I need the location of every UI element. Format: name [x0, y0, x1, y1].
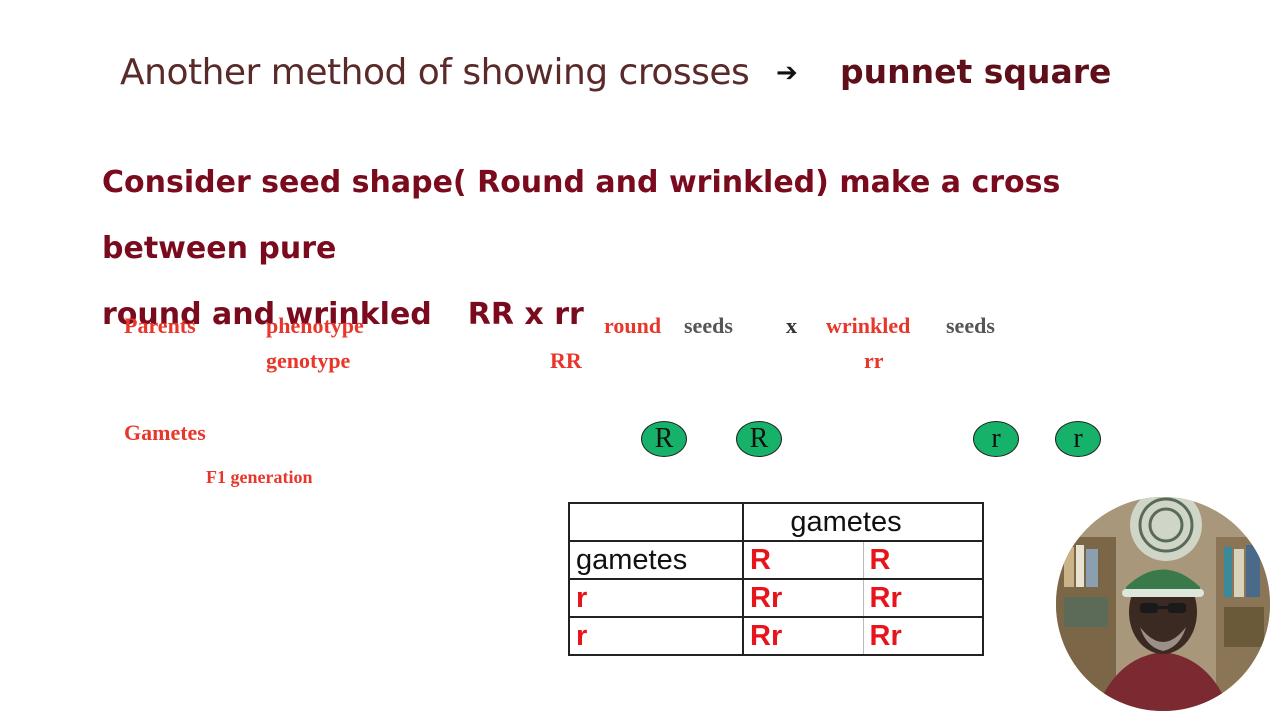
- question-text: Consider seed shape( Round and wrinkled)…: [102, 150, 1212, 348]
- punnet-cell: R: [862, 540, 984, 580]
- punnet-corner-cell: [568, 502, 744, 542]
- punnet-cell: r: [568, 578, 744, 618]
- table-row: gametes R R: [568, 540, 984, 580]
- gamete-circle: r: [1055, 421, 1101, 457]
- question-line-2-text: round and wrinkled: [102, 297, 432, 332]
- punnet-square: gametes gametes R R r Rr Rr r Rr Rr: [568, 502, 984, 656]
- slide-title: Another method of showing crosses: [120, 52, 750, 93]
- genotype-recessive: rr: [864, 348, 884, 373]
- phenotype-label: phenotype: [266, 313, 364, 338]
- arrow-right-icon: ➔: [776, 58, 798, 88]
- f1-generation-label: F1 generation: [206, 467, 313, 487]
- phenotype-seeds-1: seeds: [684, 313, 733, 338]
- punnet-header-row: gametes: [568, 502, 984, 542]
- phenotype-round: round: [604, 313, 662, 338]
- presenter-webcam: [1056, 497, 1270, 711]
- punnet-cell: R: [742, 540, 864, 580]
- gamete-circle: r: [973, 421, 1019, 457]
- question-line-2: round and wrinkled RR x rr: [102, 282, 1212, 348]
- table-row: r Rr Rr: [568, 616, 984, 656]
- gametes-label: Gametes: [124, 420, 206, 445]
- table-row: r Rr Rr: [568, 578, 984, 618]
- punnet-cell: Rr: [862, 578, 984, 618]
- punnet-cell: r: [568, 616, 744, 656]
- punnet-cell: Rr: [742, 578, 864, 618]
- punnet-cell: gametes: [568, 540, 744, 580]
- punnet-header: gametes: [742, 502, 984, 542]
- cross-symbol: x: [786, 313, 797, 338]
- parents-label: Parents: [124, 313, 196, 338]
- phenotype-seeds-2: seeds: [946, 313, 995, 338]
- presenter-webcam-image: [1056, 497, 1270, 711]
- question-cross-notation: RR x rr: [467, 297, 584, 332]
- punnet-cell: Rr: [742, 616, 864, 656]
- question-line-1: Consider seed shape( Round and wrinkled)…: [102, 165, 1061, 266]
- punnet-cell: Rr: [862, 616, 984, 656]
- gamete-circle: R: [641, 421, 687, 457]
- slide-title-highlight: punnet square: [840, 52, 1112, 91]
- genotype-label: genotype: [266, 348, 351, 373]
- genotype-dominant: RR: [550, 348, 582, 373]
- phenotype-wrinkled: wrinkled: [826, 313, 911, 338]
- gamete-circle: R: [736, 421, 782, 457]
